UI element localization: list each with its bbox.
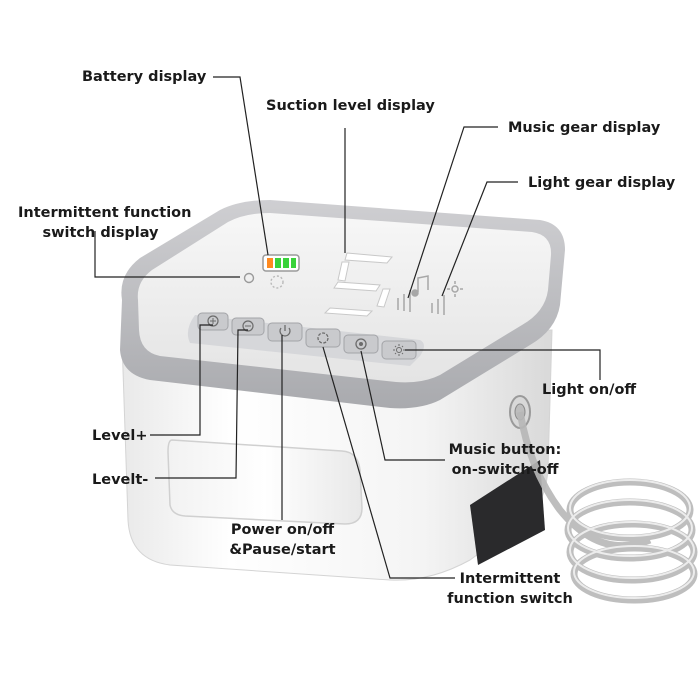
intermittent-switch-label-line1: Intermittent bbox=[459, 571, 561, 587]
power-icon bbox=[279, 327, 291, 337]
light-on-off-label: Light on/off bbox=[542, 382, 637, 398]
battery-indicator bbox=[262, 254, 300, 272]
music-button-label: Music button: on-switch-off bbox=[440, 440, 570, 480]
plus-icon bbox=[207, 315, 219, 327]
music-button-label-line2: on-switch-off bbox=[451, 462, 559, 478]
suction-level-digit bbox=[323, 252, 393, 317]
music-button-label-line1: Music button: bbox=[448, 442, 562, 458]
sun-icon bbox=[396, 347, 402, 353]
light-gear-indicator bbox=[431, 281, 463, 315]
music-gear-display-label: Music gear display bbox=[508, 120, 661, 136]
side-panel bbox=[470, 460, 545, 565]
level-minus-label: Levelt- bbox=[92, 472, 149, 488]
light-button[interactable] bbox=[381, 340, 417, 360]
music-icon bbox=[355, 338, 367, 350]
intermittent-icon bbox=[317, 332, 329, 344]
power-label: Power on/off &Pause/start bbox=[215, 520, 350, 560]
light-gear-display-label: Light gear display bbox=[528, 175, 676, 191]
intermittent-switch-label: Intermittent function switch bbox=[445, 569, 575, 609]
leader-lines bbox=[94, 76, 601, 579]
level-plus-label: Level+ bbox=[92, 428, 148, 444]
music-button[interactable] bbox=[343, 334, 379, 354]
intermittent-display-label-line1: Intermittent function bbox=[18, 205, 192, 221]
power-button[interactable] bbox=[267, 322, 303, 342]
music-gear-indicator bbox=[397, 275, 429, 312]
intermittent-indicator-right bbox=[270, 275, 284, 289]
minus-button[interactable] bbox=[231, 317, 265, 336]
minus-icon bbox=[242, 320, 254, 332]
intermittent-display-label: Intermittent function switch display bbox=[18, 203, 192, 243]
intermittent-button[interactable] bbox=[305, 328, 341, 348]
suction-level-display-label: Suction level display bbox=[266, 98, 435, 114]
plus-button[interactable] bbox=[197, 312, 229, 331]
power-label-line1: Power on/off bbox=[230, 522, 335, 538]
front-light-window bbox=[167, 439, 363, 525]
intermittent-indicator-left bbox=[243, 272, 255, 284]
power-label-line2: &Pause/start bbox=[229, 542, 336, 558]
intermittent-switch-label-line2: function switch bbox=[447, 591, 573, 607]
battery-display-label: Battery display bbox=[82, 69, 207, 85]
intermittent-display-label-line2: switch display bbox=[42, 225, 159, 241]
